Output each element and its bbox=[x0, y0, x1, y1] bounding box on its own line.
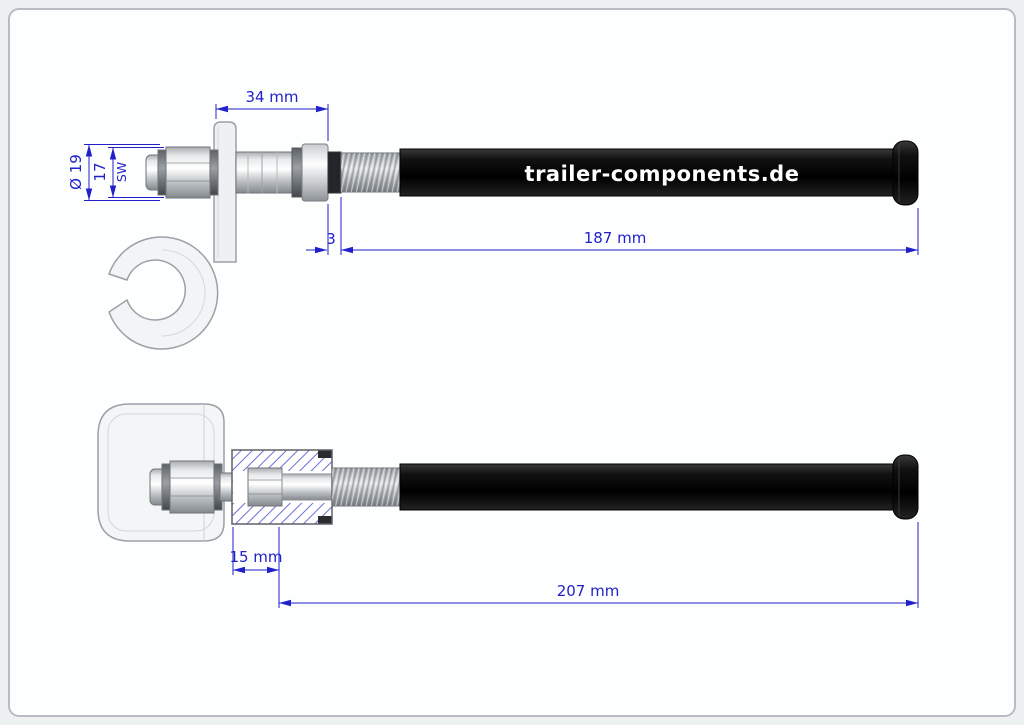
washer-left-bottom bbox=[161, 463, 171, 511]
dimension-annotations: 34 mm Ø 19 17 SW 3 187 mm bbox=[67, 88, 919, 608]
dimension-15mm: 15 mm bbox=[229, 527, 283, 608]
dimension-207mm: 207 mm bbox=[279, 522, 919, 608]
spindle-flange bbox=[301, 143, 329, 202]
sectioned-block bbox=[231, 449, 333, 525]
dimension-diameter-19: Ø 19 bbox=[67, 144, 160, 201]
dimension-label-34mm: 34 mm bbox=[245, 88, 298, 106]
hex-nut-bottom bbox=[169, 460, 215, 514]
hook-claw bbox=[108, 236, 219, 350]
clamp-ring-bottom bbox=[318, 516, 332, 524]
sheet-frame bbox=[8, 8, 1016, 717]
top-view: trailer-components.de bbox=[108, 121, 919, 350]
top-spindle-assembly: trailer-components.de bbox=[145, 140, 919, 206]
flange-gap-ring bbox=[327, 151, 342, 194]
threaded-section bbox=[340, 152, 402, 193]
dimension-label-diameter-19: Ø 19 bbox=[67, 154, 85, 190]
internal-hex-head bbox=[247, 467, 283, 507]
spindle-dark-ring bbox=[291, 147, 303, 198]
shaft-bottom bbox=[399, 454, 919, 520]
shaft-end-cap-bottom bbox=[892, 454, 919, 520]
hex-nut bbox=[165, 146, 211, 199]
dimension-label-sw: SW bbox=[114, 162, 129, 182]
dimension-wrench-17sw: 17 SW bbox=[91, 147, 164, 198]
dimension-label-187mm: 187 mm bbox=[584, 229, 647, 247]
clamp-ring-top bbox=[318, 450, 332, 458]
dimension-label-17: 17 bbox=[91, 162, 109, 181]
bottom-spindle-assembly bbox=[149, 449, 919, 525]
dimension-34mm: 34 mm bbox=[215, 88, 329, 141]
shaft-end-cap bbox=[892, 140, 919, 206]
hook-claw-detail-arc bbox=[161, 249, 206, 337]
shaft: trailer-components.de bbox=[399, 140, 919, 206]
dimension-3: 3 bbox=[306, 204, 336, 255]
spindle-body bbox=[235, 151, 293, 194]
brand-watermark: trailer-components.de bbox=[525, 162, 800, 186]
dimension-187mm: 187 mm bbox=[340, 197, 919, 255]
hook-mounting-plate bbox=[213, 121, 237, 263]
dimension-label-207mm: 207 mm bbox=[557, 582, 620, 600]
bottom-view bbox=[97, 403, 919, 542]
threaded-section-bottom bbox=[331, 467, 401, 507]
dimension-label-15mm: 15 mm bbox=[229, 548, 282, 566]
washer-right bbox=[209, 149, 219, 196]
dimension-label-3: 3 bbox=[326, 230, 336, 248]
washer-left bbox=[157, 149, 167, 196]
coupling-hook bbox=[108, 121, 237, 350]
internal-shank bbox=[281, 473, 333, 501]
